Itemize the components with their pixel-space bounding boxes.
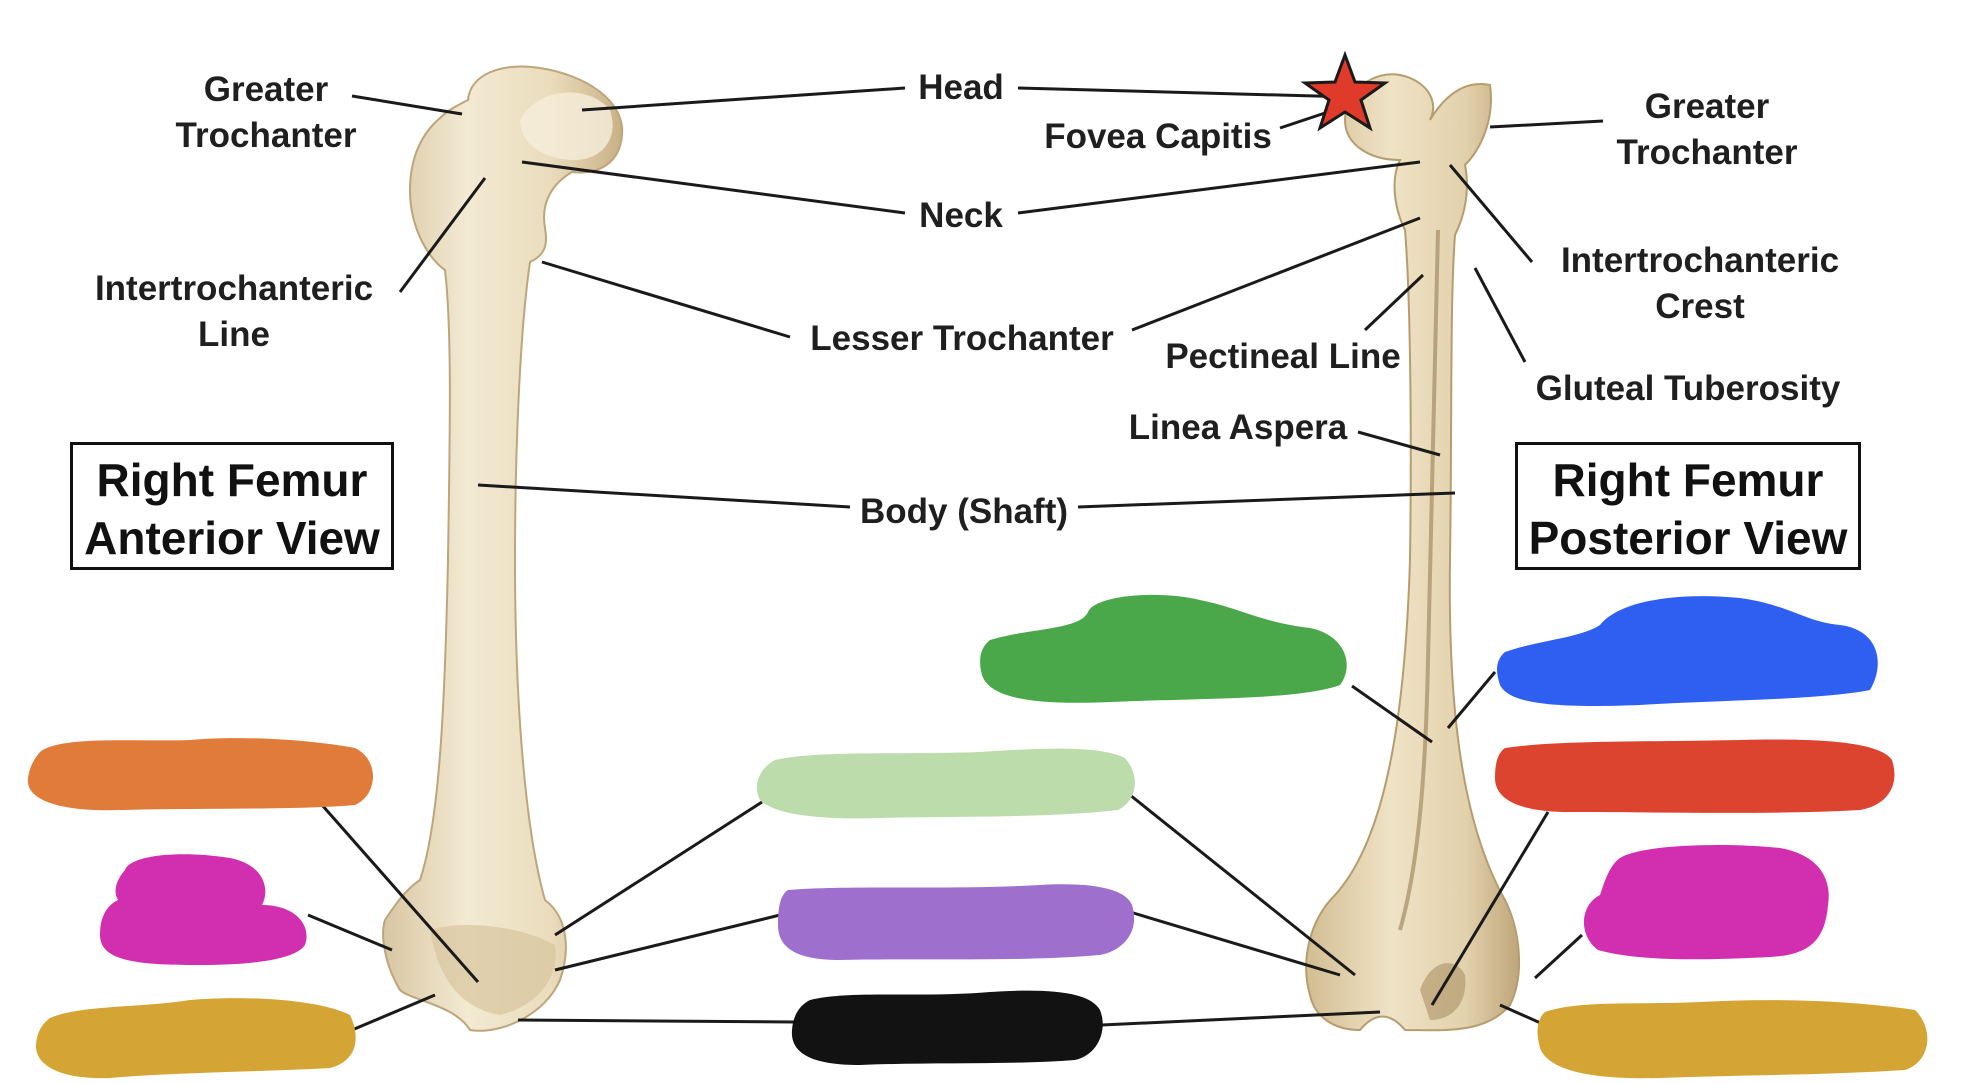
leader-black-left — [517, 1018, 796, 1024]
hidden-label-black[interactable] — [791, 990, 1103, 1065]
leader-intertrochanteric-line — [398, 177, 487, 293]
hidden-label-magenta-left[interactable] — [100, 854, 307, 965]
leader-gold-left — [351, 993, 436, 1032]
label-intertrochanteric-line: Intertrochanteric Line — [95, 266, 373, 358]
leader-lines — [307, 86, 1604, 1032]
leader-lesser-trochanter-right — [1131, 216, 1421, 332]
hidden-label-light-green[interactable] — [756, 748, 1135, 819]
leader-intertrochanteric-crest — [1448, 164, 1534, 263]
leader-greater-trochanter-right — [1489, 119, 1604, 129]
label-body-shaft: Body (Shaft) — [859, 492, 1069, 531]
leader-neck-left — [521, 160, 906, 215]
label-greater-trochanter-left-line1: Greater — [203, 70, 329, 109]
title-posterior-line1: Right Femur — [1552, 454, 1824, 506]
anterior-femur — [382, 65, 624, 1032]
leader-greater-trochanter-left — [351, 94, 463, 116]
hidden-label-blue[interactable] — [1497, 596, 1878, 706]
title-posterior-view: Right Femur Posterior View — [1515, 442, 1861, 570]
posterior-femur-fossa — [1420, 963, 1466, 1020]
posterior-femur — [1305, 73, 1520, 1032]
label-linea-aspera: Linea Aspera — [1128, 408, 1348, 447]
label-intertrochanteric-crest-line2: Crest — [1655, 287, 1745, 326]
label-greater-trochanter-left: Greater Trochanter — [176, 67, 357, 159]
hidden-label-blobs[interactable] — [27, 594, 1928, 1079]
label-greater-trochanter-right-line1: Greater — [1644, 87, 1770, 126]
leader-neck-right — [1017, 160, 1421, 215]
star-icon — [1300, 50, 1390, 132]
label-lesser-trochanter: Lesser Trochanter — [810, 319, 1114, 358]
hidden-label-purple[interactable] — [778, 884, 1135, 960]
leader-lesser-trochanter-left — [541, 260, 791, 339]
title-anterior-line1: Right Femur — [96, 454, 368, 506]
hidden-label-green[interactable] — [980, 594, 1347, 703]
leader-pectineal-line — [1363, 273, 1425, 332]
label-pectineal-line: Pectineal Line — [1165, 337, 1401, 376]
leader-orange — [320, 804, 480, 983]
label-greater-trochanter-right: Greater Trochanter — [1617, 84, 1798, 176]
label-neck: Neck — [919, 196, 1003, 235]
label-greater-trochanter-right-line2: Trochanter — [1616, 133, 1798, 172]
hidden-label-orange[interactable] — [27, 738, 374, 811]
hidden-label-red[interactable] — [1495, 739, 1895, 813]
leader-gluteal-tuberosity — [1473, 267, 1527, 363]
leader-purple-right — [1129, 910, 1341, 977]
leader-red — [1430, 811, 1550, 1006]
title-anterior-view: Right Femur Anterior View — [70, 442, 394, 570]
leader-magenta-right — [1533, 933, 1584, 980]
hidden-label-magenta-right[interactable] — [1583, 845, 1829, 960]
leader-linea-aspera — [1357, 430, 1441, 457]
posterior-femur-linea-aspera — [1398, 229, 1440, 931]
title-posterior-line2: Posterior View — [1528, 512, 1848, 564]
leader-purple-left — [554, 913, 781, 972]
leader-green — [1351, 684, 1433, 744]
hidden-label-gold-left[interactable] — [35, 998, 356, 1079]
label-head: Head — [918, 68, 1004, 107]
label-intertrochanteric-line-line1: Intertrochanteric — [94, 269, 374, 308]
label-gluteal-tuberosity: Gluteal Tuberosity — [1535, 369, 1841, 408]
leader-head-left — [581, 86, 906, 112]
label-greater-trochanter-left-line2: Trochanter — [175, 116, 357, 155]
anterior-femur-condyle-shade — [430, 925, 556, 1015]
label-intertrochanteric-crest: Intertrochanteric Crest — [1561, 238, 1839, 330]
posterior-femur-bone — [1305, 73, 1520, 1032]
leader-black-right — [1101, 1010, 1381, 1027]
leader-light-green-left — [554, 800, 763, 937]
label-intertrochanteric-crest-line1: Intertrochanteric — [1560, 241, 1840, 280]
leader-magenta-left — [307, 913, 393, 952]
leader-blue — [1446, 671, 1497, 729]
leader-body-left — [477, 483, 851, 509]
title-anterior-line2: Anterior View — [84, 512, 380, 564]
label-fovea-capitis: Fovea Capitis — [1044, 117, 1272, 156]
leader-head-right — [1017, 86, 1353, 99]
hidden-label-gold-right[interactable] — [1537, 1000, 1928, 1079]
leader-gold-right — [1499, 1003, 1546, 1027]
leader-body-right — [1077, 491, 1456, 509]
anterior-femur-bone — [382, 65, 624, 1032]
leader-light-green-right — [1129, 793, 1356, 977]
label-intertrochanteric-line-line2: Line — [198, 315, 270, 354]
